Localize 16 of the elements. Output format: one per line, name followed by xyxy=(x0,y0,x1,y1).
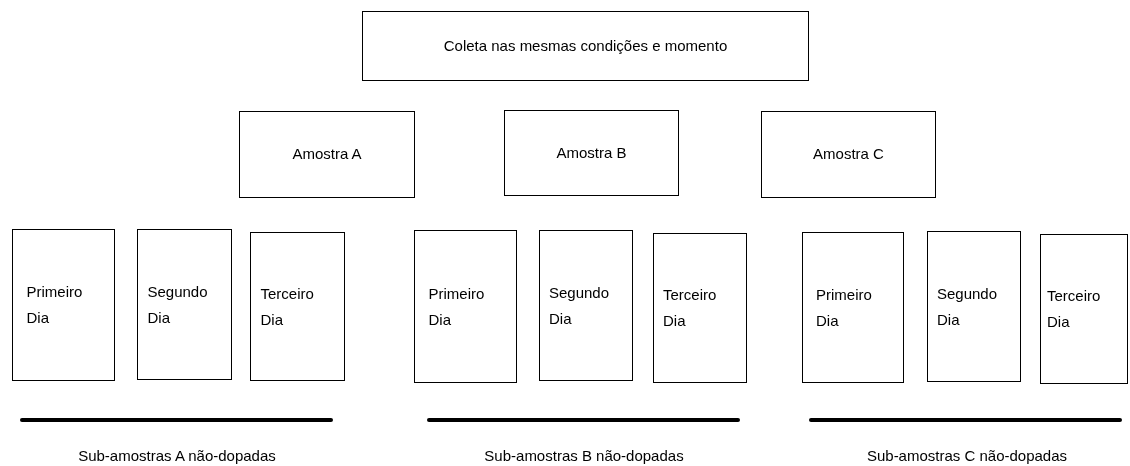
day-box: Terceiro Dia xyxy=(250,232,345,381)
collection-box: Coleta nas mesmas condições e momento xyxy=(362,11,809,81)
day-box: Segundo Dia xyxy=(539,230,633,381)
day-box: Segundo Dia xyxy=(927,231,1021,382)
day-box: Terceiro Dia xyxy=(1040,234,1128,384)
day-box: Primeiro Dia xyxy=(802,232,904,383)
group-label: Sub-amostras B não-dopadas xyxy=(484,446,684,466)
sample-box: Amostra B xyxy=(504,110,679,196)
group-label: Sub-amostras A não-dopadas xyxy=(78,446,276,466)
day-box: Primeiro Dia xyxy=(414,230,517,383)
sample-box: Amostra A xyxy=(239,111,415,198)
day-box: Segundo Dia xyxy=(137,229,232,380)
day-box: Primeiro Dia xyxy=(12,229,115,381)
sample-box: Amostra C xyxy=(761,111,936,198)
day-box: Terceiro Dia xyxy=(653,233,747,383)
group-label: Sub-amostras C não-dopadas xyxy=(866,446,1068,466)
